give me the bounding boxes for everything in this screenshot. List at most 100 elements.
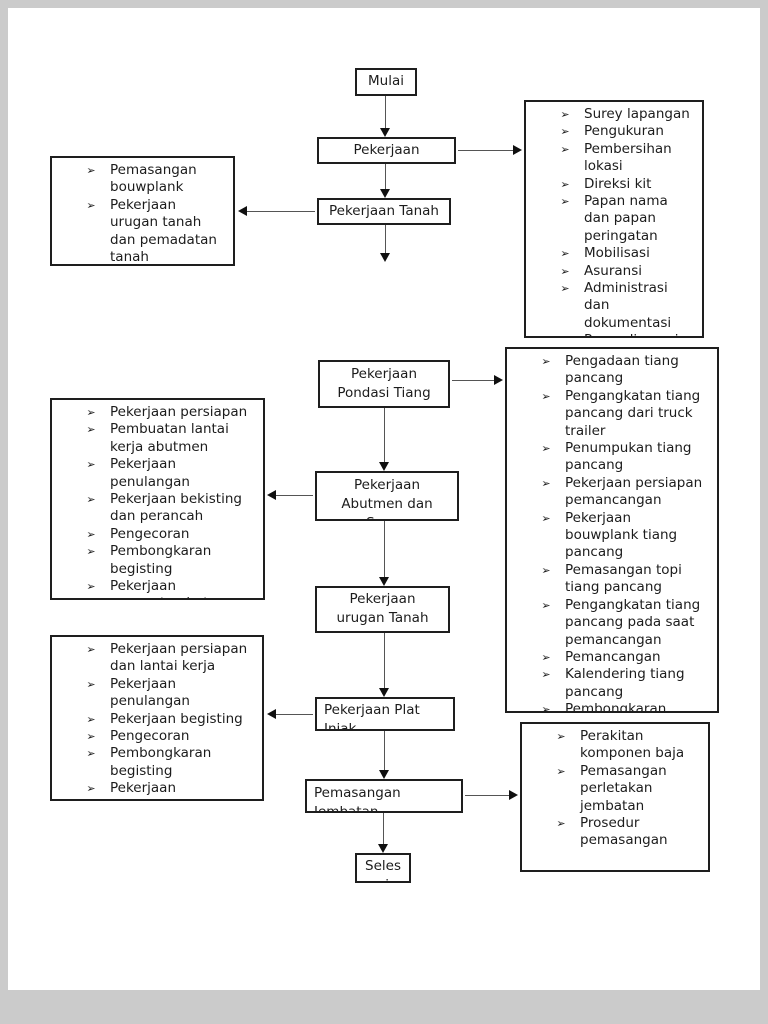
list-item-text: Papan nama dan papan peringatan — [584, 193, 668, 244]
arrow-bullet-icon: ➢ — [541, 703, 551, 713]
arrow-bullet-icon: ➢ — [86, 423, 96, 437]
list-item-text: Pengukuran — [584, 123, 664, 140]
list-item: ➢ Pembersihan lokasi — [526, 141, 700, 176]
connector-line — [269, 714, 313, 715]
arrow-bullet-icon: ➢ — [541, 563, 551, 577]
arrow-bullet-icon: ➢ — [541, 389, 551, 403]
arrow-bullet-icon: ➢ — [560, 195, 570, 209]
list-item-text: Pembongkaran begisting — [110, 543, 212, 577]
node-pekerjaan: Pekerjaan — [317, 137, 456, 164]
arrowhead-left-icon — [238, 206, 247, 216]
list-item-text: Pembongkaran begisting — [110, 745, 212, 779]
connector-urugan-plat — [379, 633, 390, 697]
connector-abutmen-abutmenbox — [267, 490, 313, 501]
list-item: ➢ Pekerjaan persiapan pemancangan — [507, 475, 715, 510]
list-item-text: Pengadaan tiang pancang — [565, 353, 679, 387]
list-item-text: Pekerjaan urugan tanah dan pemadatan tan… — [110, 196, 217, 266]
list-item-text: Pengecoran — [110, 728, 190, 745]
arrowhead-right-icon — [513, 145, 522, 155]
connector-line — [458, 150, 520, 151]
list-item: ➢ Pembongkaran begisting — [52, 543, 261, 578]
node-urugan-tanah: Pekerjaan urugan Tanah Kembali — [315, 586, 450, 633]
list-item: ➢ Pekerjaan penulangan — [52, 456, 261, 491]
arrow-bullet-icon: ➢ — [556, 764, 566, 778]
list-item: ➢ Papan nama dan papan peringatan — [526, 193, 700, 245]
list-item: ➢ Pengangkatan tiang pancang dari truck … — [507, 388, 715, 440]
node-abutmen: Pekerjaan Abutmen dan Sayap — [315, 471, 459, 521]
list-item-text: Pembersihan lokasi — [584, 140, 672, 175]
list-item: ➢ Pemasangan perletakan jembatan — [522, 763, 706, 815]
list-item-text: Pembuatan lantai kerja abutmen — [110, 421, 229, 455]
connector-pemasangan-selesai — [378, 813, 389, 853]
list-item-text: Pekerjaan persiapan pemancangan — [565, 474, 703, 509]
connector-line — [384, 731, 385, 771]
connector-plat-platbox — [267, 709, 313, 720]
list-item: ➢ Penumpukan tiang pancang — [507, 440, 715, 475]
listbox-pekerjaan-tanah: ➢ Pemasangan bouwplank ➢ Pekerjaan uruga… — [50, 156, 235, 266]
list-item-text: Asuransi — [584, 262, 642, 279]
connector-line — [269, 495, 313, 496]
listbox-pemasangan-jembatan: ➢ Perakitan komponen baja ➢ Pemasangan p… — [520, 722, 710, 872]
listbox-pekerjaan-persiapan: ➢ Surey lapangan ➢ Pengukuran ➢ Pembersi… — [524, 100, 704, 338]
connector-pemasangan-jembatanbox — [465, 790, 518, 801]
connector-tanah-down — [380, 225, 391, 262]
list-item-text: Pembongkaran — [565, 701, 667, 713]
arrow-bullet-icon: ➢ — [86, 747, 96, 761]
arrow-bullet-icon: ➢ — [558, 332, 572, 336]
list-item: ➢ Pemancangan — [507, 649, 715, 666]
node-pemasangan-jembatan: Pemasangan Jembatan — [305, 779, 463, 813]
connector-mulai-pekerjaan — [380, 96, 391, 137]
connector-line — [240, 211, 315, 212]
connector-line — [385, 225, 386, 254]
list-item: ➢ Pekerjaan bekisting dan perancah — [52, 491, 261, 526]
arrowhead-down-icon — [380, 253, 390, 262]
connector-line — [465, 795, 516, 796]
list-item-text: Pekerjaan penulangan — [110, 675, 190, 710]
connector-tanah-tanahbox — [238, 206, 315, 217]
list-item: ➢ Pengangkatan tiang pancang pada saat p… — [507, 597, 715, 649]
list-item-text: Pekerjaan begisting — [110, 710, 243, 727]
list-item-text: Pemasangan bouwplank — [110, 162, 197, 196]
arrow-bullet-icon: ➢ — [86, 545, 96, 559]
arrow-bullet-icon: ➢ — [556, 730, 566, 743]
arrow-bullet-icon: ➢ — [541, 476, 551, 490]
list-item: ➢ Pengukuran — [526, 123, 700, 140]
arrow-bullet-icon: ➢ — [86, 406, 96, 419]
list-item: ➢ Pekerjaan persiapan dan lantai kerja — [52, 641, 260, 676]
connector-line — [384, 633, 385, 689]
arrow-bullet-icon: ➢ — [560, 177, 570, 191]
arrow-bullet-icon: ➢ — [86, 730, 96, 744]
arrowhead-down-icon — [380, 128, 390, 137]
arrow-bullet-icon: ➢ — [86, 643, 96, 656]
connector-pondasi-abutmen — [379, 408, 390, 471]
node-plat-injak: Pekerjaan Plat Injak — [315, 697, 455, 731]
arrowhead-left-icon — [267, 709, 276, 719]
list-item: ➢ Pekerjaan penulangan — [52, 676, 260, 711]
list-item: ➢ Pekerjaan perawatan beton — [52, 578, 261, 598]
list-item-text: Administrasi dan dokumentasi — [584, 280, 672, 331]
arrow-bullet-icon: ➢ — [86, 198, 96, 212]
list-item-text: Pekerjaan persiapan dan lantai kerja — [110, 641, 248, 675]
arrow-bullet-icon: ➢ — [560, 125, 570, 139]
list-item: ➢ Mobilisasi — [526, 245, 700, 262]
list-item: ➢ Pemasangan bouwplank — [52, 162, 231, 197]
list-item-text: Pemasangan perletakan jembatan — [580, 762, 667, 814]
list-item-text: Penumpukan tiang pancang — [565, 440, 692, 474]
list-item-text: Pekerjaan bouwplank tiang pancang — [565, 509, 678, 561]
arrowhead-left-icon — [267, 490, 276, 500]
arrow-bullet-icon: ➢ — [86, 164, 96, 177]
list-item: ➢ Pembongkaran begisting — [52, 745, 260, 780]
node-pondasi-tiang: Pekerjaan Pondasi Tiang — [318, 360, 450, 408]
arrowhead-down-icon — [380, 189, 390, 198]
list-item-text: Prosedur pemasangan — [580, 815, 668, 849]
list-item: ➢ Kalendering tiang pancang — [507, 666, 715, 701]
list-item-text: Pekerjaan penulangan — [110, 456, 190, 490]
arrow-bullet-icon: ➢ — [86, 527, 96, 541]
arrow-bullet-icon: ➢ — [560, 282, 570, 296]
listbox-abutmen: ➢ Pekerjaan persiapan ➢ Pembuatan lantai… — [50, 398, 265, 600]
arrowhead-down-icon — [379, 688, 389, 697]
arrowhead-down-icon — [379, 577, 389, 586]
arrow-bullet-icon: ➢ — [541, 598, 551, 612]
connector-pekerjaan-tanah — [380, 164, 391, 198]
listbox-plat-injak: ➢ Pekerjaan persiapan dan lantai kerja ➢… — [50, 635, 264, 801]
